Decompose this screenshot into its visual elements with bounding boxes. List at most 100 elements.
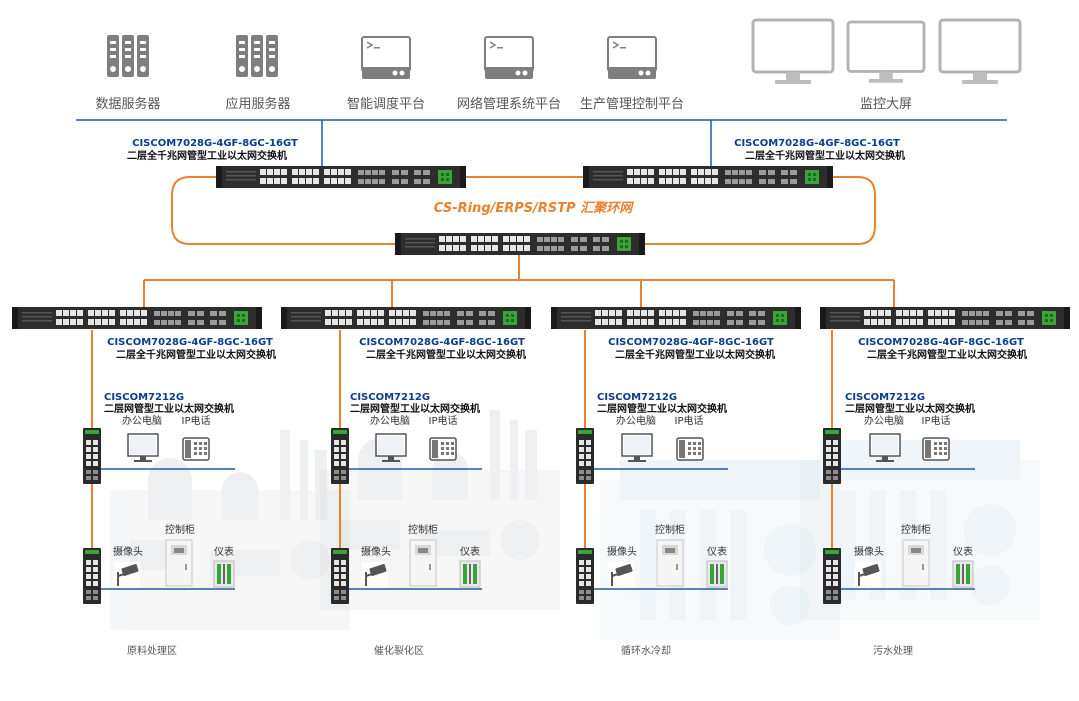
meter-label: 仪表 xyxy=(953,545,973,558)
phone-icon xyxy=(182,437,210,461)
pc-icon xyxy=(127,433,159,463)
switch-model: CISCOM7028G-4GF-8GC-16GT xyxy=(107,337,273,348)
camera-icon xyxy=(113,561,141,589)
edge-switch-desc: 二层网管型工业以太网交换机 xyxy=(597,402,727,415)
meter-icon xyxy=(952,560,974,588)
top-device-data-server: 数据服务器 xyxy=(95,35,161,112)
top-device-production-control: 生产管理控制平台 xyxy=(580,36,684,112)
switch-desc: 二层全千兆网管型工业以太网交换机 xyxy=(867,348,1027,361)
terminal-icon xyxy=(607,36,657,80)
top-device-app-server: 应用服务器 xyxy=(225,35,291,112)
cabinet-label: 控制柜 xyxy=(655,523,685,536)
core-switch-left: CISCOM7028G-4GF-8GC-16GT 二层全千兆网管型工业以太网交换… xyxy=(127,138,466,188)
pc-icon xyxy=(621,433,653,463)
meter-icon xyxy=(459,560,481,588)
phone-label: IP电话 xyxy=(182,414,211,427)
rack-switch-icon xyxy=(12,307,262,329)
switch-desc: 二层全千兆网管型工业以太网交换机 xyxy=(366,348,526,361)
monitor-icon xyxy=(938,18,1022,86)
switch-model: CISCOM7028G-4GF-8GC-16GT xyxy=(858,337,1024,348)
switch-model: CISCOM7028G-4GF-8GC-16GT xyxy=(734,138,900,149)
ring-link-right xyxy=(640,176,876,245)
edge-switch-model: CISCOM7212G xyxy=(845,392,925,403)
cabinet-icon xyxy=(409,539,437,587)
edge-switch-desc: 二层网管型工业以太网交换机 xyxy=(104,402,234,415)
switch-model: CISCOM7028G-4GF-8GC-16GT xyxy=(132,138,298,149)
edge-switch-desc: 二层网管型工业以太网交换机 xyxy=(845,402,975,415)
switch-desc: 二层全千兆网管型工业以太网交换机 xyxy=(127,149,287,162)
cabinet-icon xyxy=(902,539,930,587)
monitor-icon xyxy=(846,20,926,85)
meter-icon xyxy=(213,560,235,588)
cabinet-icon xyxy=(165,539,193,587)
camera-icon xyxy=(854,561,882,589)
zone-name: 污水处理 xyxy=(873,645,913,657)
switch-desc: 二层全千兆网管型工业以太网交换机 xyxy=(615,348,775,361)
pc-label: 办公电脑 xyxy=(122,414,162,427)
ring-label: CS-Ring/ERPS/RSTP 汇聚环网 xyxy=(434,201,634,216)
cabinet-icon xyxy=(656,539,684,587)
rack-switch-icon xyxy=(216,166,466,188)
rack-switch-icon xyxy=(583,166,833,188)
zone-name: 原料处理区 xyxy=(127,644,177,657)
cabinet-label: 控制柜 xyxy=(408,523,438,536)
zone-name: 循环水冷却 xyxy=(621,644,671,657)
zone-name: 催化裂化区 xyxy=(374,644,424,657)
top-device-monitoring-wall: 监控大屏 xyxy=(751,18,1022,112)
device-label: 监控大屏 xyxy=(860,97,912,112)
phone-label: IP电话 xyxy=(429,414,458,427)
camera-icon xyxy=(607,561,635,589)
camera-label: 摄像头 xyxy=(607,545,637,558)
din-switch-icon xyxy=(83,428,101,484)
din-switch-icon xyxy=(823,548,841,604)
top-device-scheduling-platform: 智能调度平台 xyxy=(347,36,425,112)
meter-label: 仪表 xyxy=(214,545,234,558)
terminal-icon xyxy=(484,36,534,80)
meter-label: 仪表 xyxy=(460,545,480,558)
camera-label: 摄像头 xyxy=(854,545,884,558)
server-icon xyxy=(236,35,278,77)
switch-model: CISCOM7028G-4GF-8GC-16GT xyxy=(359,337,525,348)
aggregation-switch xyxy=(395,233,645,255)
phone-label: IP电话 xyxy=(922,414,951,427)
terminal-icon xyxy=(361,36,411,80)
pc-label: 办公电脑 xyxy=(616,414,656,427)
camera-label: 摄像头 xyxy=(113,545,143,558)
zone-wastewater: CISCOM7028G-4GF-8GC-16GT 二层全千兆网管型工业以太网交换… xyxy=(820,280,1070,657)
rack-switch-icon xyxy=(551,307,801,329)
din-switch-icon xyxy=(576,428,594,484)
device-label: 智能调度平台 xyxy=(347,96,425,112)
zone-catalytic-cracking: CISCOM7028G-4GF-8GC-16GT 二层全千兆网管型工业以太网交换… xyxy=(281,280,531,657)
rack-switch-icon xyxy=(820,307,1070,329)
camera-label: 摄像头 xyxy=(361,545,391,558)
device-label: 生产管理控制平台 xyxy=(580,97,684,112)
din-switch-icon xyxy=(823,428,841,484)
zone-cooling-water: CISCOM7028G-4GF-8GC-16GT 二层全千兆网管型工业以太网交换… xyxy=(551,280,801,657)
phone-icon xyxy=(922,437,950,461)
rack-switch-icon xyxy=(395,233,645,255)
din-switch-icon xyxy=(331,548,349,604)
edge-switch-model: CISCOM7212G xyxy=(350,392,430,403)
phone-label: IP电话 xyxy=(675,414,704,427)
zone-raw-material: CISCOM7028G-4GF-8GC-16GT 二层全千兆网管型工业以太网交换… xyxy=(12,280,276,657)
din-switch-icon xyxy=(83,548,101,604)
rack-switch-icon xyxy=(281,307,531,329)
server-icon xyxy=(107,35,149,77)
pc-label: 办公电脑 xyxy=(370,414,410,427)
switch-desc: 二层全千兆网管型工业以太网交换机 xyxy=(116,348,276,361)
device-label: 数据服务器 xyxy=(95,96,160,112)
device-label: 应用服务器 xyxy=(225,96,290,112)
edge-switch-model: CISCOM7212G xyxy=(597,392,677,403)
din-switch-icon xyxy=(331,428,349,484)
phone-icon xyxy=(429,437,457,461)
switch-desc: 二层全千兆网管型工业以太网交换机 xyxy=(745,149,905,162)
meter-icon xyxy=(706,560,728,588)
cabinet-label: 控制柜 xyxy=(901,523,931,536)
core-switch-right: CISCOM7028G-4GF-8GC-16GT 二层全千兆网管型工业以太网交换… xyxy=(583,138,905,188)
cabinet-label: 控制柜 xyxy=(165,523,195,536)
edge-switch-model: CISCOM7212G xyxy=(104,392,184,403)
switch-model: CISCOM7028G-4GF-8GC-16GT xyxy=(608,337,774,348)
ring-link-left xyxy=(171,176,396,245)
pc-label: 办公电脑 xyxy=(864,414,904,427)
